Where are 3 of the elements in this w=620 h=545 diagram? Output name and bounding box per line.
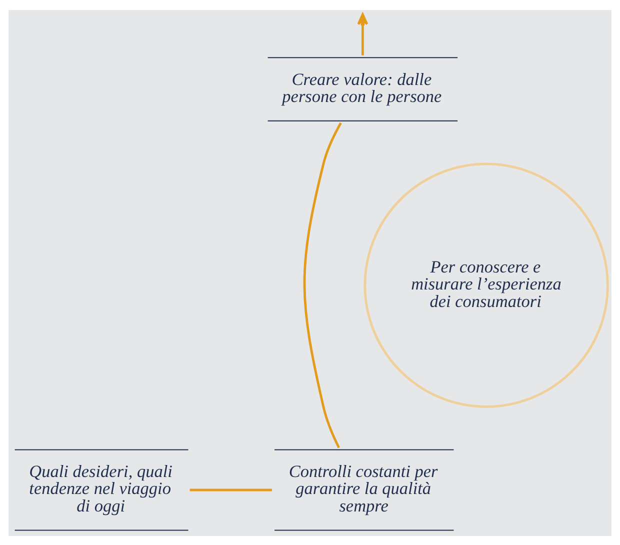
node-text: Controlli costanti per garantire la qualità sempre xyxy=(288,461,438,515)
node-text: Quali desideri, quali tendenze nel viaggio di oggi xyxy=(29,461,172,515)
node-text: Creare valore: dalle persone con le persone xyxy=(282,69,442,106)
